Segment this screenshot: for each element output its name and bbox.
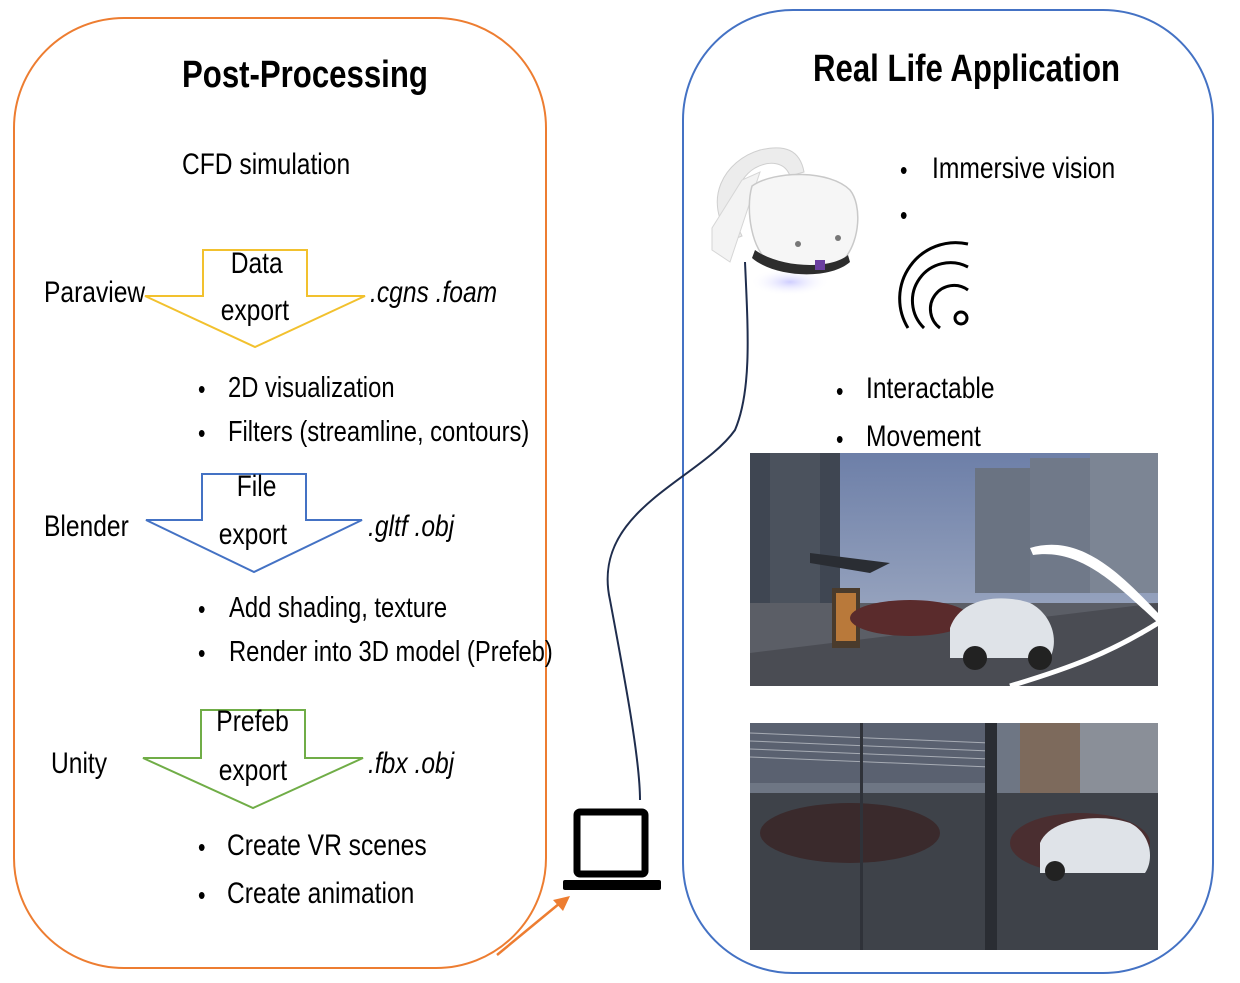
connector-arrow (496, 902, 561, 956)
vr-scene-bus-stop-illustration (750, 723, 1158, 950)
blender-formats: .gltf .obj (368, 510, 455, 543)
real-life-application-panel (682, 9, 1214, 974)
paraview-bullet-2: Filters (streamline, contours) (228, 416, 530, 448)
post-processing-panel (13, 17, 547, 969)
file-export-label-line2: export (218, 518, 288, 551)
vr-scene-street-illustration (750, 453, 1158, 686)
movement-bullet: Movement (866, 420, 981, 453)
vr-scene-bus-stop (750, 723, 1158, 950)
blender-bullet-1: Add shading, texture (229, 592, 448, 624)
blender-bullet-2: Render into 3D model (Prefeb) (229, 636, 553, 668)
bullet-dot: • (198, 880, 206, 910)
data-export-label-line1: Data (230, 247, 283, 280)
unity-label: Unity (51, 747, 108, 780)
unity-formats: .fbx .obj (368, 747, 455, 780)
paraview-formats: .cgns .foam (370, 276, 498, 309)
cfd-simulation-label: CFD simulation (182, 148, 351, 181)
bullet-dot: • (836, 376, 844, 406)
bullet-dot: • (900, 200, 908, 230)
vr-scene-street (750, 453, 1158, 686)
prefeb-export-label-line2: export (218, 754, 288, 787)
headset-cable (606, 261, 749, 801)
bullet-dot: • (836, 424, 844, 454)
prefeb-export-label-line1: Prefeb (216, 705, 289, 738)
immersive-vision-bullet: Immersive vision (932, 152, 1116, 185)
unity-bullet-1: Create VR scenes (227, 829, 427, 862)
bullet-dot: • (198, 638, 206, 668)
interactable-bullet: Interactable (866, 372, 995, 405)
bullet-dot: • (198, 374, 206, 404)
bullet-dot: • (900, 155, 908, 185)
blender-label: Blender (44, 510, 129, 543)
data-export-label-line2: export (220, 294, 290, 327)
paraview-bullet-1: 2D visualization (228, 372, 395, 404)
connector-arrow-head (553, 896, 570, 911)
bullet-dot: • (198, 832, 206, 862)
file-export-label-line1: File (236, 470, 277, 503)
unity-bullet-2: Create animation (227, 877, 415, 910)
real-life-application-title: Real Life Application (813, 48, 1121, 90)
paraview-label: Paraview (44, 276, 146, 309)
bullet-dot: • (198, 594, 206, 624)
post-processing-title: Post-Processing (182, 54, 428, 96)
bullet-dot: • (198, 418, 206, 448)
